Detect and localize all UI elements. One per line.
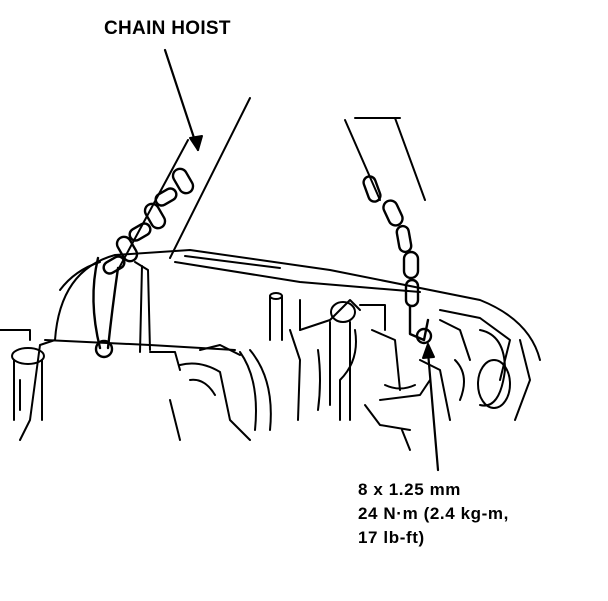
right-chain (362, 175, 433, 345)
torque-metric-text: 24 N·m (2.4 kg-m, (358, 504, 509, 523)
chain-hoist-label: CHAIN HOIST (104, 18, 231, 39)
cylinder-head (19, 249, 541, 441)
bolt-leader (422, 343, 440, 472)
hoses-and-sensors (239, 299, 471, 451)
bolt-torque-spec: 8 x 1.25 mm 24 N·m (2.4 kg-m, 17 lb-ft) (358, 478, 509, 550)
right-hoist-rope (344, 117, 426, 201)
bolt-size-text: 8 x 1.25 mm (358, 480, 461, 499)
lower-block-left (0, 329, 251, 441)
left-chain (92, 167, 195, 359)
left-hoist-rope (117, 48, 251, 271)
torque-imperial-text: 17 lb-ft) (358, 528, 425, 547)
